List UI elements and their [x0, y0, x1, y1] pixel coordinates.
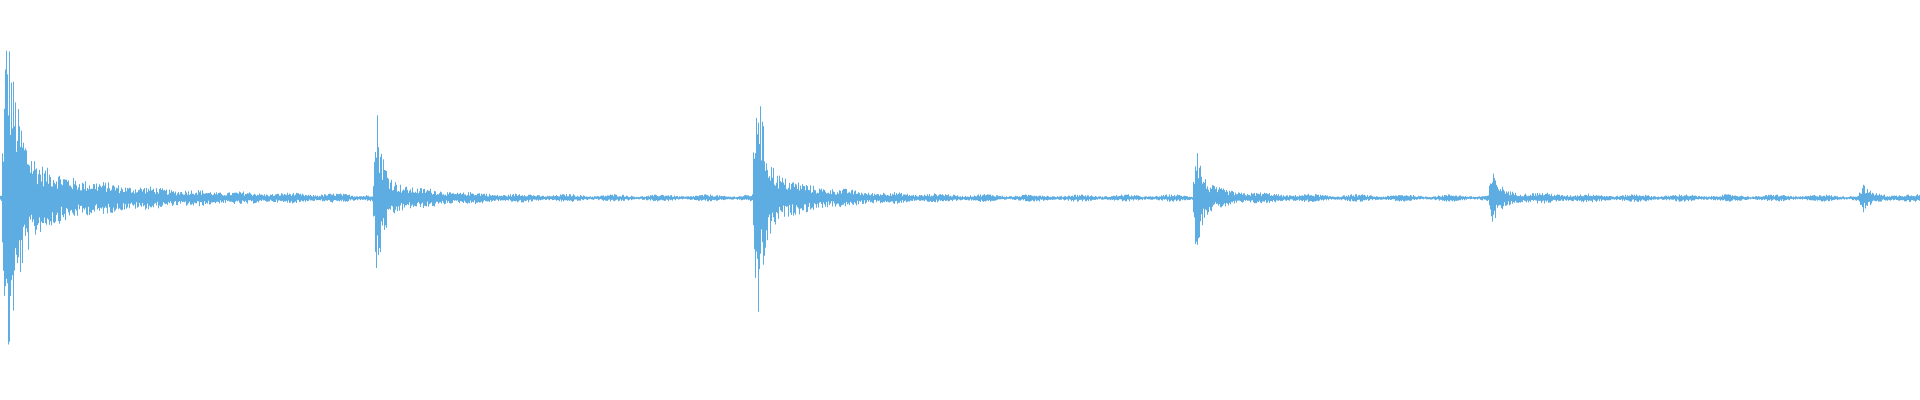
waveform-trace	[0, 50, 1920, 345]
